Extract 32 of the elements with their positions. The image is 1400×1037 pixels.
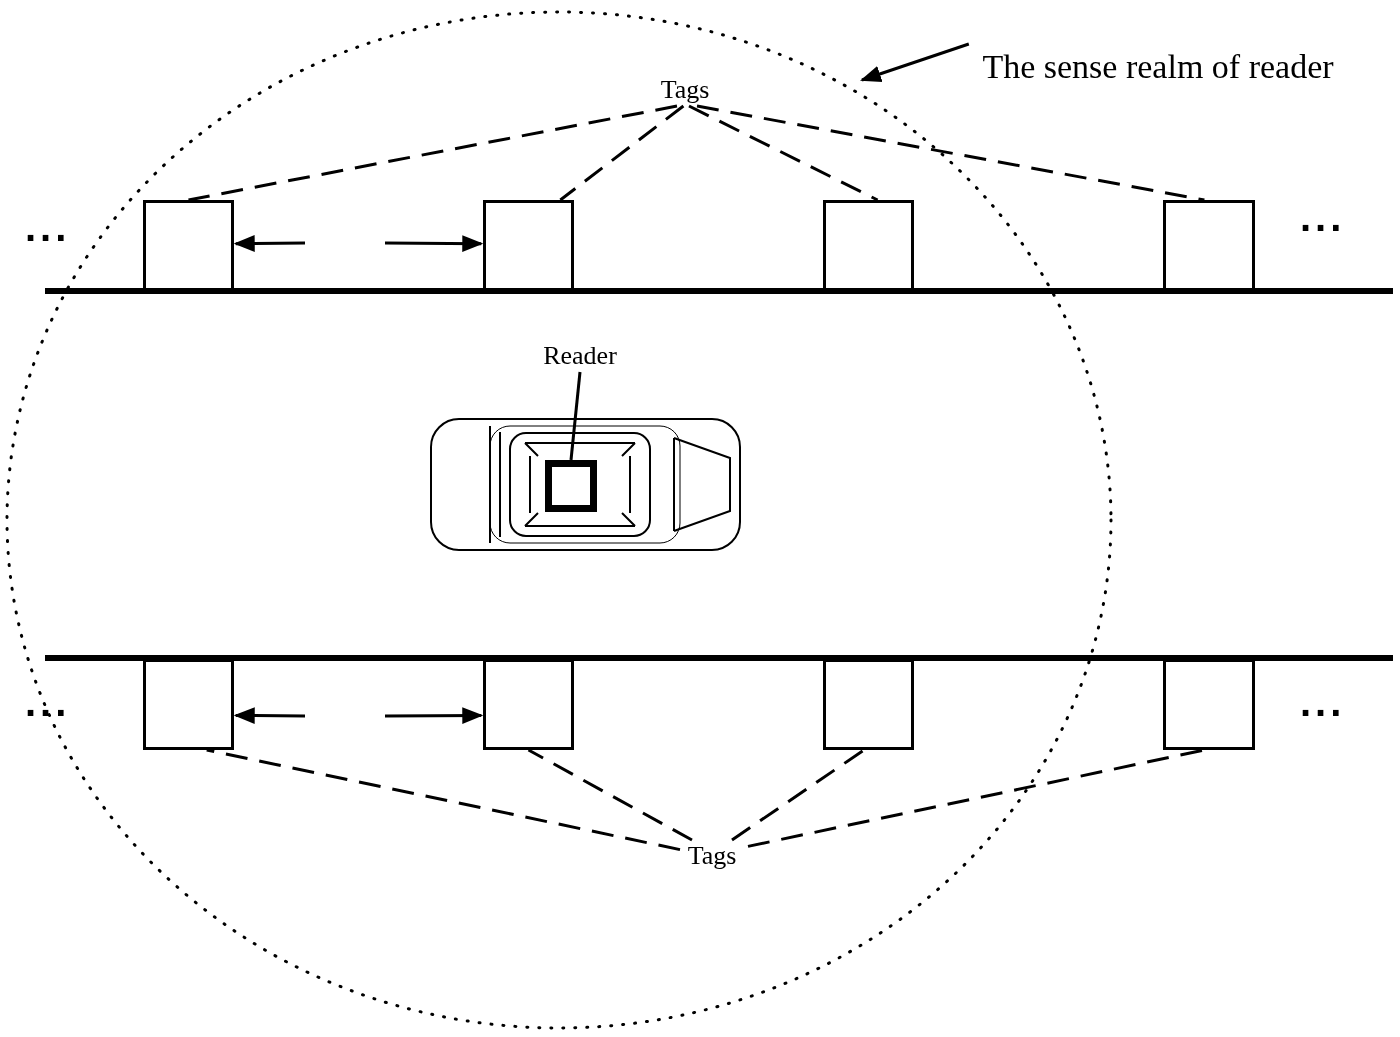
dashed-link-line: [206, 748, 681, 852]
dashed-link-line: [688, 104, 879, 202]
arrow: [233, 707, 305, 724]
leader-line: [569, 371, 582, 461]
car-drawing: [430, 418, 741, 551]
dashed-link-line: [731, 748, 865, 842]
tag-box: [143, 200, 234, 291]
tags-label: Tags: [645, 74, 725, 106]
reader-box: [545, 460, 597, 512]
arrow: [385, 707, 484, 724]
tag-box: [483, 659, 574, 750]
tags-label: Tags: [672, 840, 752, 872]
tag-box: [1163, 659, 1255, 750]
dashed-link-line: [747, 748, 1205, 848]
ellipsis: ...: [25, 680, 71, 725]
ellipsis: ...: [1300, 195, 1346, 240]
tag-box: [483, 200, 574, 291]
tag-box: [823, 659, 914, 750]
reader-label: Reader: [528, 340, 632, 372]
dashed-link-line: [696, 104, 1205, 202]
arrow: [860, 42, 970, 82]
tag-box: [1163, 200, 1255, 291]
tag-box: [823, 200, 914, 291]
ellipsis: ...: [1300, 680, 1346, 725]
dashed-link-line: [527, 748, 693, 842]
caption-text: The sense realm of reader: [938, 44, 1378, 90]
arrow: [385, 235, 484, 252]
dashed-link-line: [559, 104, 685, 202]
arrow: [233, 235, 305, 252]
dashed-link-line: [188, 104, 678, 202]
tag-box: [143, 659, 234, 750]
ellipsis: ...: [25, 205, 71, 250]
